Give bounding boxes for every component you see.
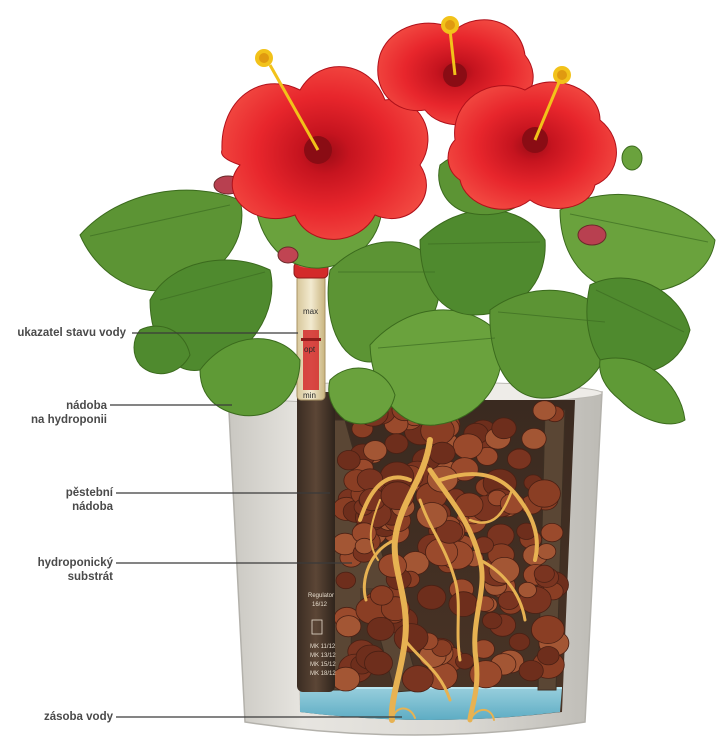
label-growing-pot-line2: nádoba	[66, 500, 113, 514]
clay-pebble	[429, 442, 455, 464]
regulator-mk1: MK 11/12	[310, 644, 336, 650]
label-water-indicator: ukazatel stavu vody	[17, 326, 126, 340]
clay-pebble	[453, 434, 482, 459]
label-water-indicator-text: ukazatel stavu vody	[17, 326, 126, 340]
gauge-max-label: max	[303, 307, 318, 316]
label-growing-pot-line1: pěstební	[66, 486, 113, 500]
regulator-model: 16/12	[312, 602, 328, 608]
gauge-min-label: min	[303, 391, 316, 400]
clay-pebble	[336, 572, 356, 589]
regulator-mk2: MK 13/12	[310, 653, 336, 659]
label-substrate-line1: hydroponický	[38, 556, 113, 570]
clay-pebble	[449, 592, 478, 617]
clay-pebble	[534, 565, 554, 582]
clay-pebble	[538, 647, 560, 665]
clay-pebble	[492, 418, 516, 439]
clay-pebble	[528, 480, 560, 507]
regulator-mk3: MK 15/12	[310, 662, 336, 668]
water-reservoir	[300, 688, 562, 720]
clay-pebble	[519, 661, 543, 681]
label-growing-pot: pěstební nádoba	[66, 486, 113, 514]
clay-pebble	[417, 585, 445, 609]
label-hydro-container-line1: nádoba	[31, 399, 107, 413]
clay-pebble	[337, 451, 360, 470]
label-hydro-container-line2: na hydroponii	[31, 413, 107, 427]
regulator-brand: Regulator	[308, 593, 334, 599]
clay-pebble	[385, 434, 408, 454]
clay-pebble	[370, 586, 393, 605]
water-level-indicator: max opt min Regulator 16/12 MK 11/12 MK …	[294, 260, 336, 692]
clay-pebble	[508, 449, 532, 469]
clay-pebble	[518, 582, 536, 597]
regulator-mk4: MK 18/12	[310, 671, 336, 677]
label-hydro-container: nádoba na hydroponii	[31, 399, 107, 427]
clay-pebble	[367, 617, 394, 640]
label-substrate: hydroponický substrát	[38, 556, 113, 584]
label-water-reserve-text: zásoba vody	[44, 710, 113, 724]
hibiscus-flowers	[222, 16, 617, 239]
clay-pebble	[533, 401, 556, 421]
clay-pebble	[537, 544, 556, 560]
clay-pebble	[541, 523, 563, 541]
clay-pebble	[402, 666, 433, 692]
clay-pebble	[364, 441, 387, 461]
clay-pebble	[522, 428, 546, 449]
clay-pebble	[509, 633, 529, 650]
clay-pebble	[336, 616, 361, 637]
clay-pebble	[332, 667, 360, 691]
label-water-reserve: zásoba vody	[44, 710, 113, 724]
label-substrate-line2: substrát	[38, 570, 113, 584]
clay-pebble	[532, 616, 565, 644]
clay-pebble	[365, 651, 393, 675]
gauge-opt-label: opt	[304, 345, 316, 354]
clay-pebble	[483, 612, 502, 628]
